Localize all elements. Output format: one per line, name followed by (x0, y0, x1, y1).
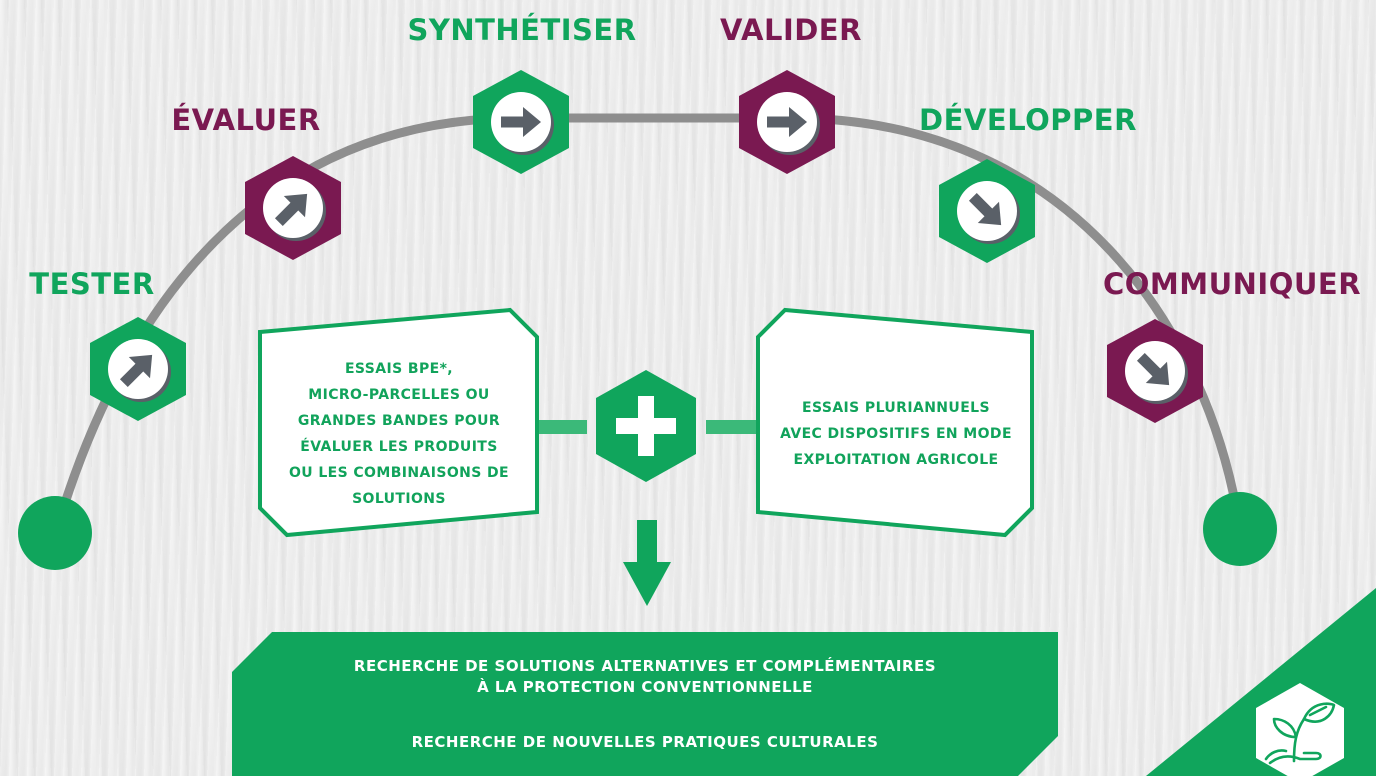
banner-line-3: RECHERCHE DE NOUVELLES PRATIQUES CULTURA… (411, 733, 879, 751)
box-left-frame (258, 307, 539, 538)
box-left-text: ESSAIS BPE*, MICRO-PARCELLES OU GRANDES … (264, 336, 534, 532)
plant-hand-icon (1256, 683, 1344, 776)
connector-left (537, 420, 587, 434)
box-right-text: ESSAIS PLURIANNUELS AVEC DISPOSITIFS EN … (758, 336, 1034, 532)
step-label-communiquer: COMMUNIQUER (1102, 267, 1362, 301)
box-right-line: EXPLOITATION AGRICOLE (793, 452, 999, 468)
step-label-tester: TESTER (29, 267, 155, 301)
step-node-evaluer (245, 156, 341, 260)
step-label-evaluer: ÉVALUER (171, 103, 321, 137)
box-left-line: MICRO-PARCELLES OU (308, 387, 490, 403)
box-left-line: GRANDES BANDES POUR (297, 413, 501, 429)
step-node-tester (90, 317, 186, 421)
arc-start-dot (18, 496, 92, 570)
step-node-communiquer (1107, 319, 1203, 423)
box-right-line: ESSAIS PLURIANNUELS (802, 400, 990, 416)
plus-icon (616, 396, 676, 456)
box-right-frame (756, 307, 1034, 538)
step-label-developper: DÉVELOPPER (919, 103, 1137, 137)
banner-line-1: RECHERCHE DE SOLUTIONS ALTERNATIVES ET C… (353, 657, 937, 675)
step-label-valider: VALIDER (720, 13, 862, 47)
step-node-developper (939, 159, 1035, 263)
box-right-line: AVEC DISPOSITIFS EN MODE (780, 426, 1012, 442)
step-node-synthetiser (473, 70, 569, 174)
result-banner-text: RECHERCHE DE SOLUTIONS ALTERNATIVES ET C… (232, 630, 1058, 776)
box-left-line: OU LES COMBINAISONS DE (289, 465, 509, 481)
box-left-line: ÉVALUER LES PRODUITS (300, 439, 498, 455)
result-banner (232, 632, 1058, 776)
banner-line-2: À LA PROTECTION CONVENTIONNELLE (477, 678, 813, 696)
box-left-line: SOLUTIONS (352, 491, 446, 507)
box-left-line: ESSAIS BPE*, (344, 361, 454, 377)
step-label-synthetiser: SYNTHÉTISER (407, 13, 637, 47)
step-node-valider (739, 70, 835, 174)
arc-end-dot (1203, 492, 1277, 566)
plus-node (596, 370, 696, 482)
connector-right (706, 420, 758, 434)
arrow-down-icon (623, 520, 671, 606)
